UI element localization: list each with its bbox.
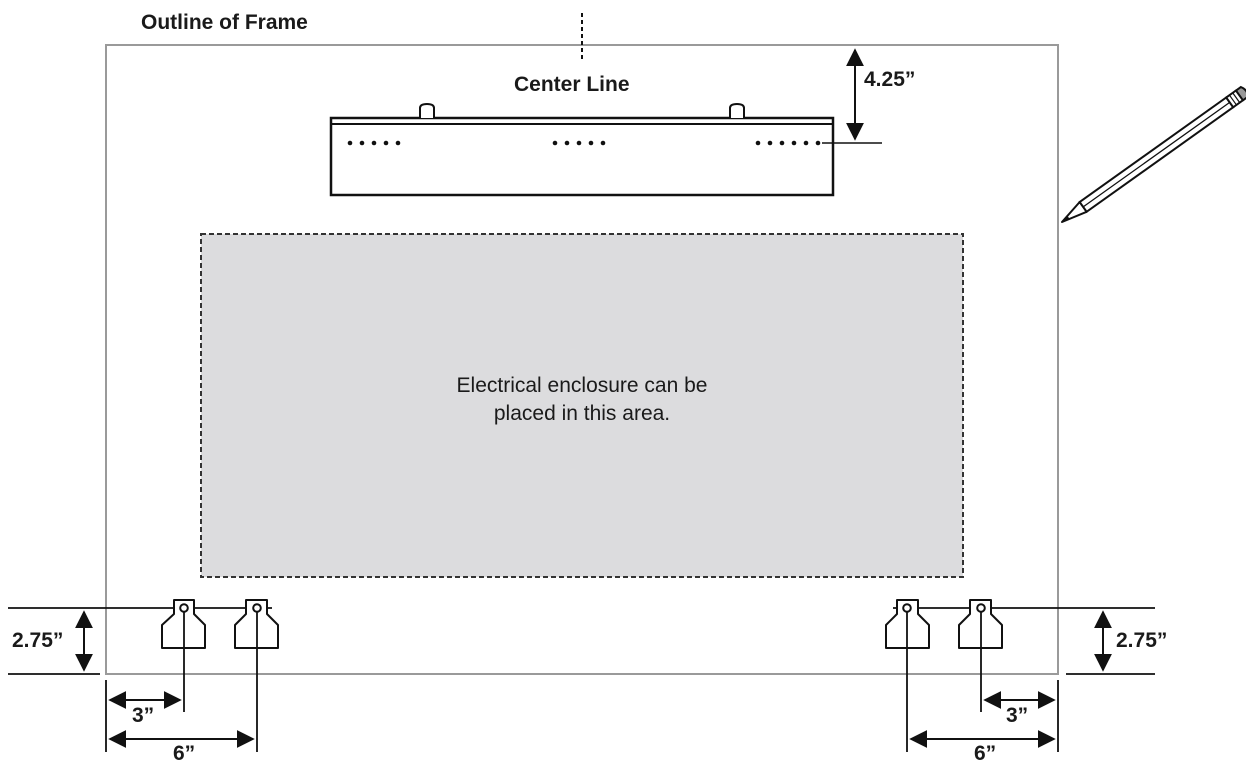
enclosure-area (200, 233, 964, 578)
outline-of-frame-label: Outline of Frame (141, 11, 308, 34)
left-height-label: 2.75” (12, 629, 63, 652)
right-height-label: 2.75” (1116, 629, 1167, 652)
top-bracket (329, 102, 835, 197)
right-3in-label: 3” (1006, 704, 1028, 727)
pencil-icon (1061, 85, 1246, 223)
left-6in-label: 6” (173, 742, 195, 764)
enclosure-label-line1: Electrical enclosure can be (457, 374, 708, 397)
right-6in-label: 6” (974, 742, 996, 764)
left-3in-label: 3” (132, 704, 154, 727)
center-line-label: Center Line (514, 73, 630, 96)
top-offset-label: 4.25” (864, 68, 915, 91)
enclosure-label-line2: placed in this area. (494, 402, 670, 425)
